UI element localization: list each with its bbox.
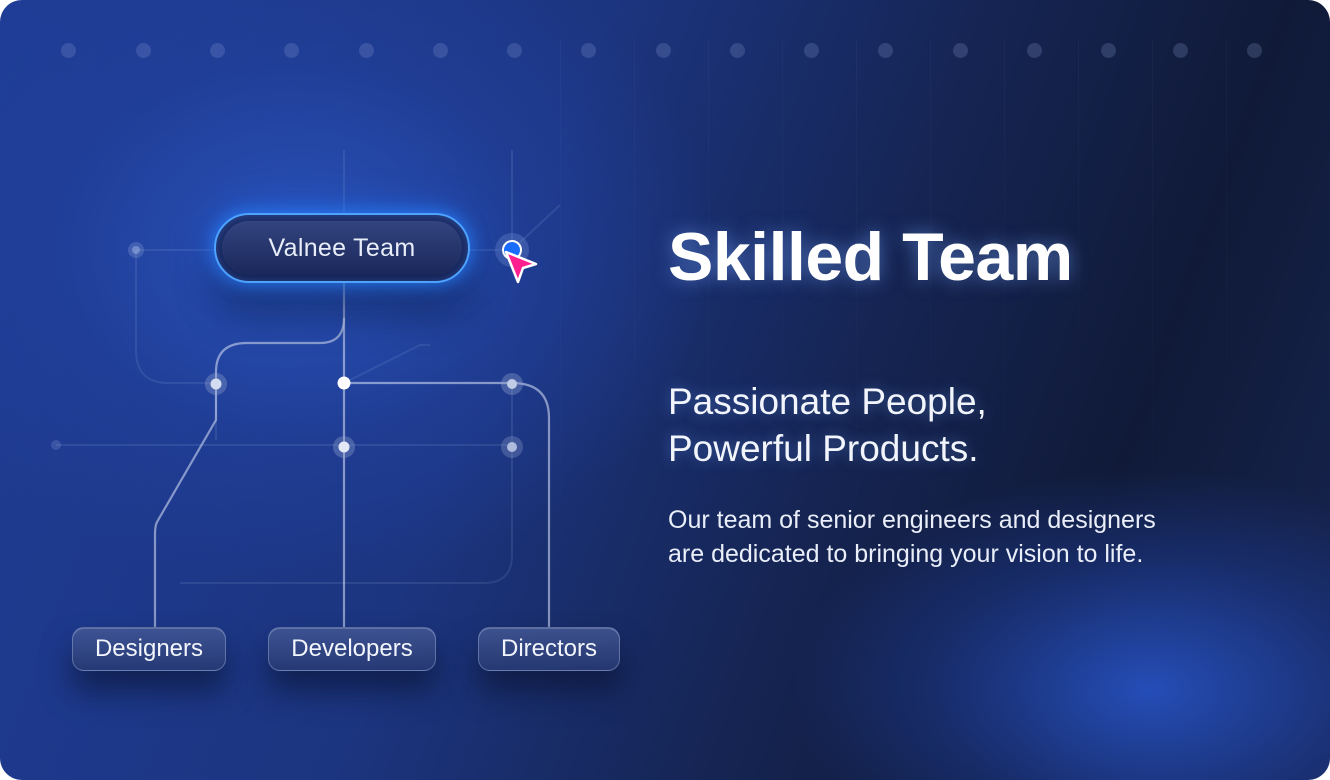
- decor-dot: [433, 43, 448, 58]
- decor-dot: [1247, 43, 1262, 58]
- designers-label: Designers: [94, 635, 204, 662]
- decor-dot: [1101, 43, 1116, 58]
- connector-lines: [153, 283, 551, 627]
- tagline-line: Passionate People,: [668, 381, 987, 422]
- decor-dot: [359, 43, 374, 58]
- decor-dot: [61, 43, 76, 58]
- description-line: Our team of senior engineers and designe…: [668, 506, 1156, 534]
- decor-dot: [284, 43, 299, 58]
- page-title: Skilled Team: [668, 219, 1073, 295]
- node-dots: [51, 242, 523, 458]
- directors-node-pill[interactable]: Directors: [478, 627, 620, 671]
- root-node-label: Valnee Team: [268, 233, 416, 262]
- decor-dot: [656, 43, 671, 58]
- background-grid-lines: [560, 40, 1260, 600]
- decor-dot: [878, 43, 893, 58]
- developers-node-pill[interactable]: Developers: [268, 627, 436, 671]
- tagline-line: Powerful Products.: [668, 428, 979, 469]
- decor-dot: [804, 43, 819, 58]
- top-dot-row: [61, 43, 1271, 59]
- root-node-pill[interactable]: Valnee Team: [214, 213, 470, 283]
- decor-dot: [730, 43, 745, 58]
- description-line: are dedicated to bringing your vision to…: [668, 540, 1144, 568]
- developers-label: Developers: [291, 635, 413, 662]
- description: Our team of senior engineers and designe…: [668, 503, 1156, 571]
- decor-dot: [210, 43, 225, 58]
- cursor-arrow-icon: [504, 250, 538, 284]
- decor-dot: [136, 43, 151, 58]
- decor-dot: [507, 43, 522, 58]
- decor-dot: [1027, 43, 1042, 58]
- decor-dot: [581, 43, 596, 58]
- designers-node-pill[interactable]: Designers: [72, 627, 226, 671]
- decor-dot: [953, 43, 968, 58]
- directors-label: Directors: [500, 635, 597, 662]
- tagline: Passionate People, Powerful Products.: [668, 378, 987, 472]
- decor-dot: [1173, 43, 1188, 58]
